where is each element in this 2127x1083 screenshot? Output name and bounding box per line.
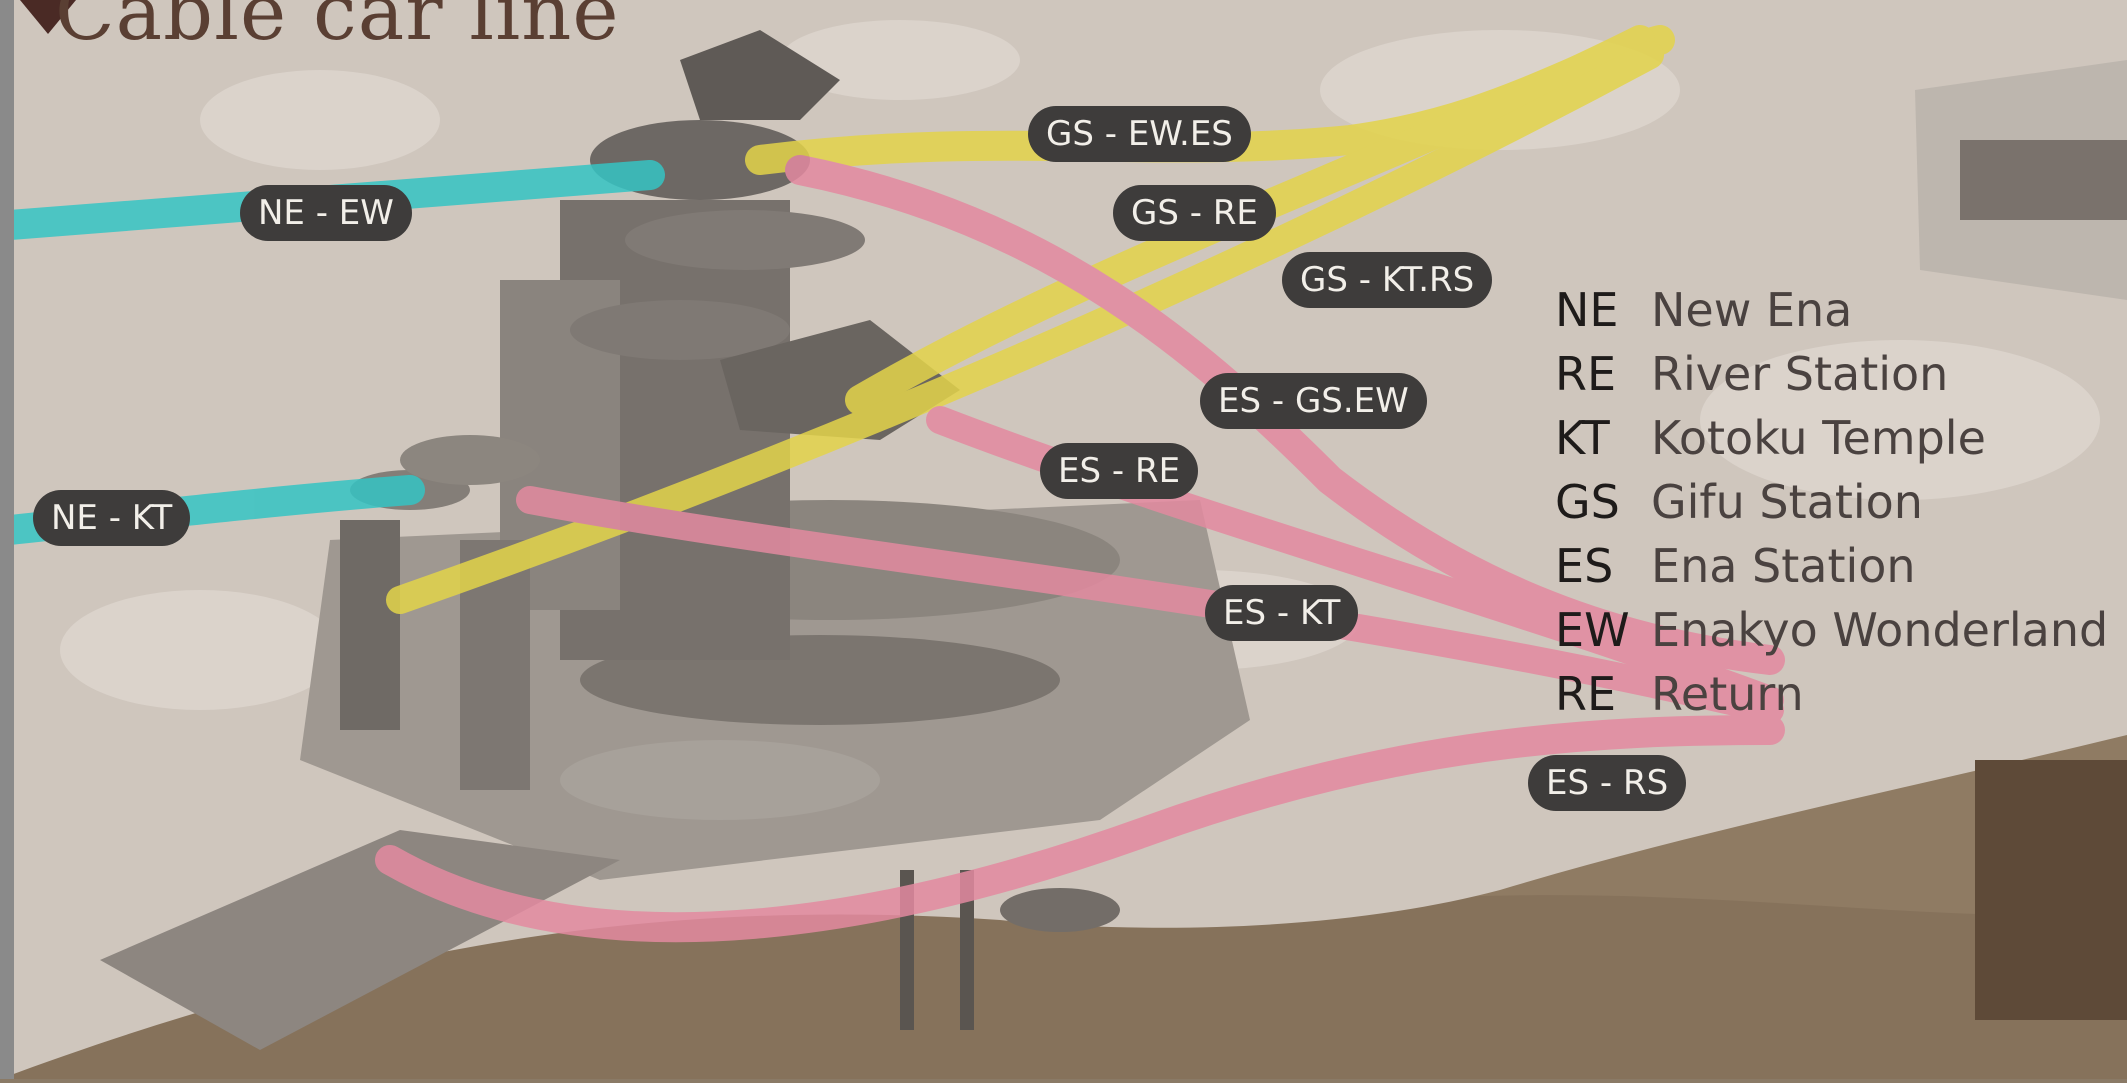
legend-abbr: KT [1555,411,1610,465]
legend-row: RE River Station [1555,342,2108,406]
route-label: ES - KT [1205,585,1359,641]
route-label: GS - EW.ES [1028,106,1251,162]
legend-name: Gifu Station [1651,475,1923,529]
legend-name: River Station [1651,347,1949,401]
legend-row: ES Ena Station [1555,534,2108,598]
route-label: GS - RE [1113,185,1276,241]
route-label: ES - GS.EW [1200,373,1427,429]
legend-row: EW Enakyo Wonderland [1555,598,2108,662]
left-edge-strip [0,0,14,1079]
corner-building-roof [1960,140,2127,220]
route-es-gs-ew [785,155,1785,675]
legend-name: New Ena [1651,283,1853,337]
legend-abbr: RE [1555,667,1617,721]
legend-name: Ena Station [1651,539,1916,593]
route-label: ES - RE [1040,443,1199,499]
route-label: GS - KT.RS [1282,252,1493,308]
route-gs-kt-rs [386,41,1664,614]
legend-abbr: NE [1555,283,1619,337]
route-label: ES - RS [1528,755,1687,811]
legend-row: NE New Ena [1555,278,2108,342]
title-marker-icon [20,0,76,34]
legend-abbr: ES [1555,539,1614,593]
legend-abbr: GS [1555,475,1620,529]
legend-row: KT Kotoku Temple [1555,406,2108,470]
route-es-rs [375,715,1785,943]
legend-name: Enakyo Wonderland [1651,603,2109,657]
corner-building-bottom [1975,760,2127,1020]
page-title: Cable car line [55,0,620,58]
legend-name: Return [1651,667,1804,721]
route-label: NE - EW [240,185,412,241]
legend-row: RE Return [1555,662,2108,726]
legend-row: GS Gifu Station [1555,470,2108,534]
legend-name: Kotoku Temple [1651,411,1986,465]
ground-texture [0,895,2127,1079]
legend-abbr: EW [1555,603,1630,657]
legend-abbr: RE [1555,347,1617,401]
route-label: NE - KT [33,490,191,546]
legend: NE New Ena RE River Station KT Kotoku Templ… [1555,278,2108,726]
route-es-kt [516,486,1784,724]
